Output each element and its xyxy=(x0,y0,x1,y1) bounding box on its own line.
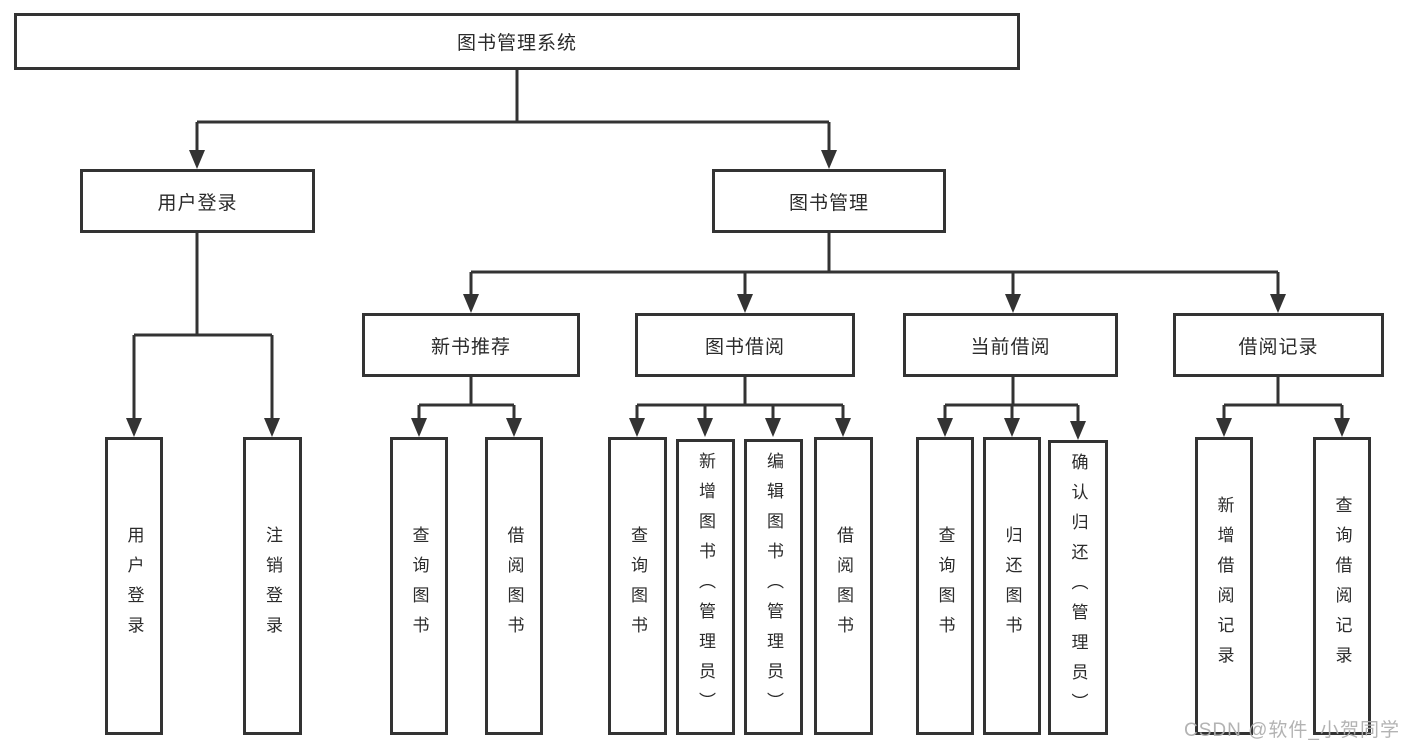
leaf-return-book-label: 归还图书 xyxy=(1002,526,1022,646)
leaf-logout-label: 注销登录 xyxy=(263,526,282,646)
node-book-management: 图书管理 xyxy=(712,169,946,233)
leaf-query-books-current-label: 查询图书 xyxy=(935,526,955,646)
leaf-edit-book-admin: 编辑图书（管理员） xyxy=(744,439,803,735)
node-user-login-label: 用户登录 xyxy=(157,192,238,214)
node-borrow-records-label: 借阅记录 xyxy=(1238,336,1319,358)
csdn-watermark: CSDN @软件_小贺同学 xyxy=(1184,720,1400,741)
node-book-management-label: 图书管理 xyxy=(788,192,869,214)
node-root-label: 图书管理系统 xyxy=(456,33,577,54)
leaf-borrow-books-recommend-label: 借阅图书 xyxy=(504,526,524,646)
leaf-add-borrow-record-label: 新增借阅记录 xyxy=(1214,496,1234,676)
node-borrow-records: 借阅记录 xyxy=(1173,313,1384,377)
leaf-query-books-recommend-label: 查询图书 xyxy=(409,526,429,646)
node-current-borrow: 当前借阅 xyxy=(903,313,1118,377)
leaf-confirm-return-admin-label: 确认归还（管理员） xyxy=(1068,452,1088,723)
leaf-query-books-borrow: 查询图书 xyxy=(608,437,667,735)
node-root: 图书管理系统 xyxy=(14,13,1020,70)
leaf-query-borrow-record: 查询借阅记录 xyxy=(1313,437,1371,735)
leaf-query-books-current: 查询图书 xyxy=(916,437,974,735)
node-book-borrow: 图书借阅 xyxy=(635,313,855,377)
leaf-user-login-label: 用户登录 xyxy=(124,526,144,646)
leaf-query-books-recommend: 查询图书 xyxy=(390,437,448,735)
node-user-login: 用户登录 xyxy=(80,169,315,233)
leaf-borrow-books-label: 借阅图书 xyxy=(834,526,853,646)
leaf-return-book: 归还图书 xyxy=(983,437,1041,735)
node-new-book-recommend-label: 新书推荐 xyxy=(430,336,511,358)
leaf-add-book-admin: 新增图书（管理员） xyxy=(676,439,735,735)
node-current-borrow-label: 当前借阅 xyxy=(970,336,1051,358)
leaf-query-borrow-record-label: 查询借阅记录 xyxy=(1332,496,1352,676)
leaf-user-login: 用户登录 xyxy=(105,437,163,735)
leaf-add-borrow-record: 新增借阅记录 xyxy=(1195,437,1253,735)
node-book-borrow-label: 图书借阅 xyxy=(704,336,785,358)
leaf-query-books-borrow-label: 查询图书 xyxy=(628,526,647,646)
leaf-logout: 注销登录 xyxy=(243,437,302,735)
leaf-borrow-books-recommend: 借阅图书 xyxy=(485,437,543,735)
leaf-borrow-books: 借阅图书 xyxy=(814,437,873,735)
leaf-confirm-return-admin: 确认归还（管理员） xyxy=(1048,440,1108,735)
node-new-book-recommend: 新书推荐 xyxy=(362,313,580,377)
leaf-edit-book-admin-label: 编辑图书（管理员） xyxy=(764,452,783,722)
leaf-add-book-admin-label: 新增图书（管理员） xyxy=(696,452,715,722)
